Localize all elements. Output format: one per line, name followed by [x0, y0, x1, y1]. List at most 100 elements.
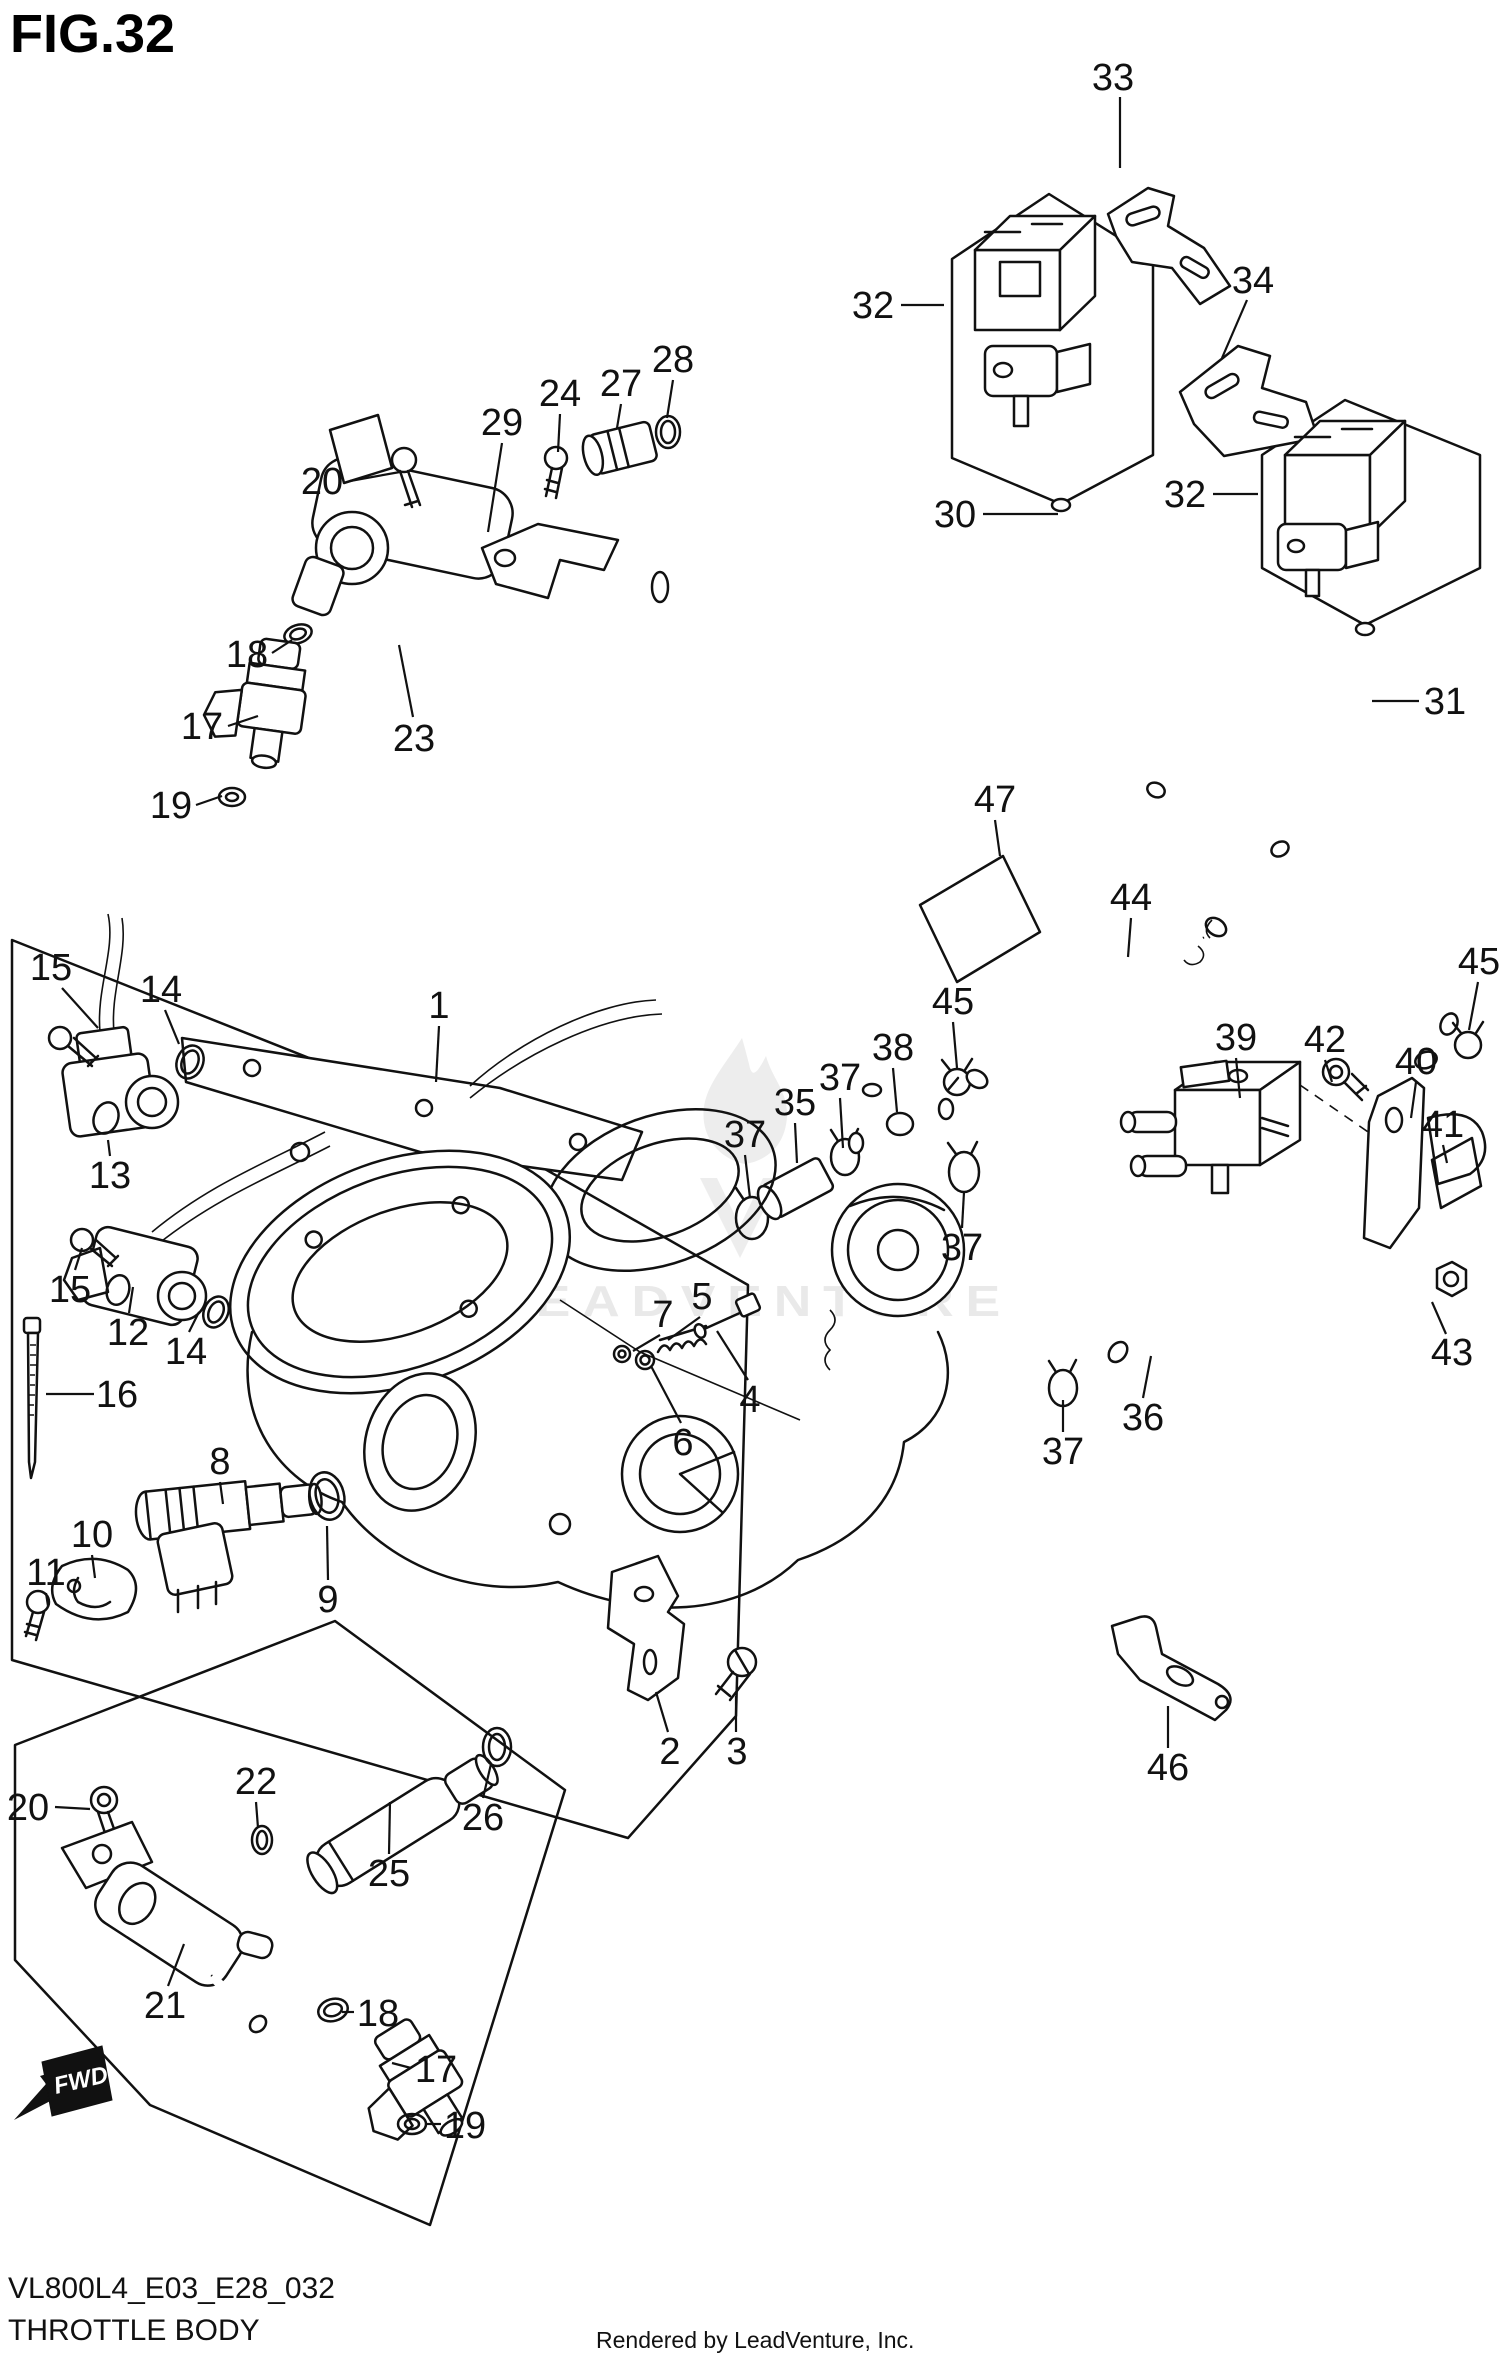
part-callout-32[interactable]: 32 — [1164, 474, 1206, 516]
leader-line-14 — [188, 1311, 200, 1333]
part-callout-9[interactable]: 9 — [317, 1579, 338, 1621]
part-callout-24[interactable]: 24 — [539, 373, 581, 415]
part-callout-47[interactable]: 47 — [974, 779, 1016, 821]
sensor-13-assembly — [47, 913, 205, 1138]
leader-line-1 — [434, 1025, 441, 1083]
part-callout-36[interactable]: 36 — [1122, 1397, 1164, 1439]
leader-line-9 — [325, 1525, 330, 1581]
sensor-8-assembly — [23, 1471, 346, 1642]
leader-line-34 — [1220, 299, 1249, 359]
intake-spigot — [363, 1372, 477, 1512]
part-callout-13[interactable]: 13 — [89, 1155, 131, 1197]
leader-line-13 — [106, 1139, 112, 1157]
part-callout-40[interactable]: 40 — [1395, 1041, 1437, 1083]
flame-watermark-icon — [703, 1038, 788, 1164]
leader-line-12 — [127, 1286, 135, 1314]
leader-line-28 — [665, 379, 675, 419]
part-callout-35[interactable]: 35 — [774, 1082, 816, 1124]
part-callout-14[interactable]: 14 — [165, 1331, 207, 1373]
part-callout-33[interactable]: 33 — [1092, 57, 1134, 99]
leader-line-15 — [73, 1247, 84, 1271]
part-callout-8[interactable]: 8 — [209, 1441, 230, 1483]
o-ring-18-b — [317, 1997, 349, 2023]
part-callout-46[interactable]: 46 — [1147, 1747, 1189, 1789]
part-callout-26[interactable]: 26 — [462, 1797, 504, 1839]
o-ring-6 — [634, 1349, 656, 1371]
leader-line-36 — [1141, 1355, 1153, 1399]
part-callout-17[interactable]: 17 — [181, 706, 223, 748]
part-callout-18[interactable]: 18 — [226, 634, 268, 676]
leader-line-14 — [163, 1009, 181, 1045]
leader-line-2 — [654, 1691, 670, 1733]
part-callout-38[interactable]: 38 — [872, 1027, 914, 1069]
part-callout-20[interactable]: 20 — [301, 461, 343, 503]
footer-rendered-by: Rendered by LeadVenture, Inc. — [596, 2327, 914, 2353]
part-callout-14[interactable]: 14 — [140, 969, 182, 1011]
part-callout-10[interactable]: 10 — [71, 1514, 113, 1556]
leader-line-37 — [838, 1097, 845, 1149]
sensor-8-connector — [156, 1522, 234, 1596]
part-callout-19[interactable]: 19 — [444, 2105, 486, 2147]
leader-line-8 — [218, 1481, 225, 1505]
leader-line-5 — [667, 1316, 701, 1341]
part-callout-43[interactable]: 43 — [1431, 1332, 1473, 1374]
part-callout-12[interactable]: 12 — [107, 1312, 149, 1354]
washer-7 — [612, 1344, 632, 1364]
part-callout-19[interactable]: 19 — [150, 785, 192, 827]
leader-line-19 — [195, 794, 223, 807]
part-callout-2[interactable]: 2 — [659, 1731, 680, 1773]
part-callout-11[interactable]: 11 — [26, 1552, 65, 1594]
part-callout-4[interactable]: 4 — [739, 1379, 760, 1421]
part-callout-34[interactable]: 34 — [1232, 260, 1274, 302]
part-callout-42[interactable]: 42 — [1304, 1019, 1346, 1061]
part-callout-27[interactable]: 27 — [600, 363, 642, 405]
leader-line-40 — [1409, 1081, 1418, 1119]
part-callout-3[interactable]: 3 — [726, 1731, 747, 1773]
part-callout-37[interactable]: 37 — [724, 1114, 766, 1156]
hose-31 — [1270, 621, 1376, 858]
part-callout-17[interactable]: 17 — [415, 2049, 457, 2091]
part-callout-44[interactable]: 44 — [1110, 877, 1152, 919]
part-callout-25[interactable]: 25 — [368, 1853, 410, 1895]
part-callout-41[interactable]: 41 — [1422, 1104, 1464, 1146]
throttle-body-1 — [180, 999, 966, 1609]
clamp-37-d — [1047, 1358, 1079, 1408]
part-callout-39[interactable]: 39 — [1215, 1017, 1257, 1059]
leader-line-26 — [481, 1763, 493, 1799]
part-callout-37[interactable]: 37 — [1042, 1431, 1084, 1473]
leader-line-10 — [90, 1554, 97, 1579]
part-callout-1[interactable]: 1 — [428, 985, 449, 1027]
part-callout-28[interactable]: 28 — [652, 339, 694, 381]
part-callout-45[interactable]: 45 — [1458, 941, 1500, 983]
part-callout-21[interactable]: 21 — [144, 1985, 186, 2027]
leader-line-47 — [993, 819, 1002, 857]
part-callout-30[interactable]: 30 — [934, 494, 976, 536]
part-callout-29[interactable]: 29 — [481, 402, 523, 444]
tps-mount-plate — [180, 999, 663, 1182]
part-callout-16[interactable]: 16 — [96, 1374, 138, 1416]
part-callout-6[interactable]: 6 — [672, 1422, 693, 1464]
part-callout-45[interactable]: 45 — [932, 981, 974, 1023]
part-callout-31[interactable]: 31 — [1424, 681, 1466, 723]
part-callout-15[interactable]: 15 — [30, 947, 72, 989]
fuel-pipe-assembly — [60, 1726, 513, 2034]
part-callout-15[interactable]: 15 — [49, 1269, 91, 1311]
part-callout-37[interactable]: 37 — [941, 1227, 983, 1269]
front-bore-ring — [228, 1149, 572, 1395]
part-callout-23[interactable]: 23 — [393, 718, 435, 760]
part-callout-20[interactable]: 20 — [7, 1787, 49, 1829]
part-callout-5[interactable]: 5 — [691, 1276, 712, 1318]
leader-line-6 — [650, 1365, 682, 1424]
cushion-19 — [217, 786, 247, 808]
part-callout-32[interactable]: 32 — [852, 285, 894, 327]
figure-title: FIG.32 — [10, 4, 175, 64]
part-callout-22[interactable]: 22 — [235, 1761, 277, 1803]
leader-line-20 — [349, 470, 401, 483]
part-callout-7[interactable]: 7 — [652, 1294, 673, 1336]
screw-24 — [543, 445, 569, 500]
part-callout-18[interactable]: 18 — [357, 1993, 399, 2035]
leader-line-45 — [1467, 981, 1480, 1031]
map-sensor-right — [1276, 520, 1380, 598]
clamp-37-c — [946, 1140, 981, 1194]
part-callout-37[interactable]: 37 — [819, 1057, 861, 1099]
